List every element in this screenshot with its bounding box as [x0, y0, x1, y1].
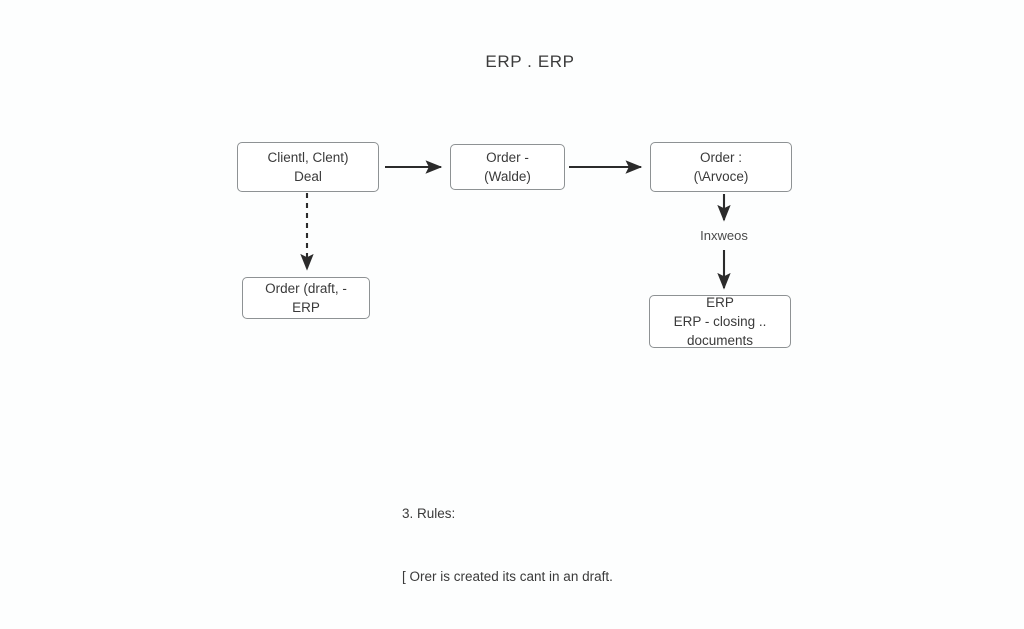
node-order-draft-erp-line-1: Order (draft, - [265, 281, 347, 296]
node-erp-closing-documents-line-1: ERP [706, 295, 734, 310]
notes-block: 3. Rules: [ Orer is created its cant in … [402, 461, 613, 629]
node-erp-closing-documents[interactable]: ERP ERP - closing .. documents [649, 295, 791, 348]
node-erp-closing-documents-line-2: ERP - closing .. [673, 314, 767, 329]
connector-layer [300, 160, 731, 290]
node-client-deal[interactable]: Clientl, Clent) Deal [237, 142, 379, 192]
node-client-deal-line-1: Clientl, Clent) [267, 150, 349, 165]
node-order-walde-line-2: (Walde) [484, 169, 531, 184]
node-client-deal-line-2: Deal [294, 169, 322, 184]
node-order-walde[interactable]: Order - (Walde) [450, 144, 565, 190]
node-order-arvoce-line-2: (\Arvoce) [693, 169, 749, 184]
notes-line-1: [ Orer is created its cant in an draft. [402, 569, 613, 584]
node-order-arvoce-line-1: Order : [699, 150, 742, 165]
node-erp-closing-documents-line-3: documents [686, 333, 754, 348]
node-order-walde-line-1: Order - [486, 150, 529, 165]
edge-label-inxweos: Inxweos [700, 228, 748, 243]
node-order-draft-erp[interactable]: Order (draft, - ERP [242, 277, 370, 319]
diagram-canvas: ERP . ERP Clie [237, 52, 792, 584]
node-order-draft-erp-line-2: ERP [292, 300, 320, 315]
page-title: ERP . ERP [485, 52, 575, 71]
node-order-arvoce[interactable]: Order : (\Arvoce) [650, 142, 792, 192]
notes-heading: 3. Rules: [402, 506, 456, 521]
